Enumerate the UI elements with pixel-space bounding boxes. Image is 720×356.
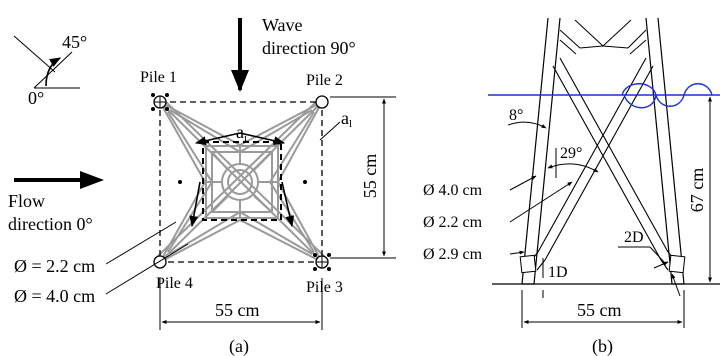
angle-29-arc [547,163,599,173]
dim-width-label: 55 cm [215,300,260,320]
bracing-members [155,99,327,263]
dia-b-leader-1 [509,175,537,191]
outer-dashed-square [159,101,323,263]
angle-reference-icon [13,35,80,89]
pile-1-label: Pile 1 [140,69,177,86]
dia-label-1: Ø = 2.2 cm [14,256,95,276]
node-dot-left [178,180,182,184]
dim-b-width-label: 55 cm [577,300,622,320]
flow-arrowhead-icon [80,171,104,189]
dia-b-leader-2 [509,181,573,223]
dim-height-label: 55 cm [360,154,380,199]
label-al: al [341,108,352,130]
bracing-arrows [189,132,295,228]
inner-dashed-square [202,141,282,221]
pile-2-icon [315,95,329,109]
pile-1-icon [151,93,169,111]
angle-8-label: 8° [509,107,523,124]
al-leader-line [319,121,341,141]
dia-leader-2 [105,243,189,295]
panel-a-plan-view: 45° 0° Wave direction 90° Flow direction… [8,15,396,356]
caption-b: (b) [592,336,613,356]
dia-b-label-1: Ø 4.0 cm [423,182,483,199]
jacket-legs [521,17,685,285]
node-dot-right [303,180,307,184]
angle-8-arc [507,121,547,129]
wave-trough [623,94,657,109]
angle-29-label: 29° [560,145,582,162]
pile-4-icon [153,255,167,269]
pile-2-label: Pile 2 [306,72,343,89]
right-sleeve-arrow [671,273,681,297]
dia-b-leader-3 [509,250,525,255]
wave-profile [621,83,713,107]
dim-b-height-label: 67 cm [687,168,707,213]
caption-a: (a) [229,336,249,356]
wave-arrowhead-icon [231,70,249,92]
label-ai: ai [236,122,247,144]
wave-label-line1: Wave [262,15,303,35]
top-braces [559,19,647,55]
label-2d: 2D [624,229,644,246]
panel-b-elevation-view: 8° 29° Ø 4.0 cm Ø 2.2 cm Ø 2.9 cm 2D 1D … [423,17,720,356]
dia-label-2: Ø = 4.0 cm [14,286,95,306]
label-2d-arrow [653,261,669,269]
label-1d: 1D [548,264,568,281]
angle-45-label: 45° [62,32,87,52]
label-2d-leader [649,246,665,263]
dia-b-label-2: Ø 2.2 cm [423,214,483,231]
main-x-braces [529,57,677,271]
pile-3-label: Pile 3 [306,279,343,296]
flow-label-line2: direction 0° [8,214,93,234]
sleeve-left [519,254,537,274]
sleeve-right [668,254,686,274]
dia-b-label-3: Ø 2.9 cm [423,246,483,263]
wave-label-line2: direction 90° [262,38,356,58]
pile-3-icon [313,253,331,271]
dia-leader-1 [105,221,177,265]
angle-0-label: 0° [28,88,44,108]
flow-label-line1: Flow [8,191,45,211]
pile-4-label: Pile 4 [156,275,193,292]
